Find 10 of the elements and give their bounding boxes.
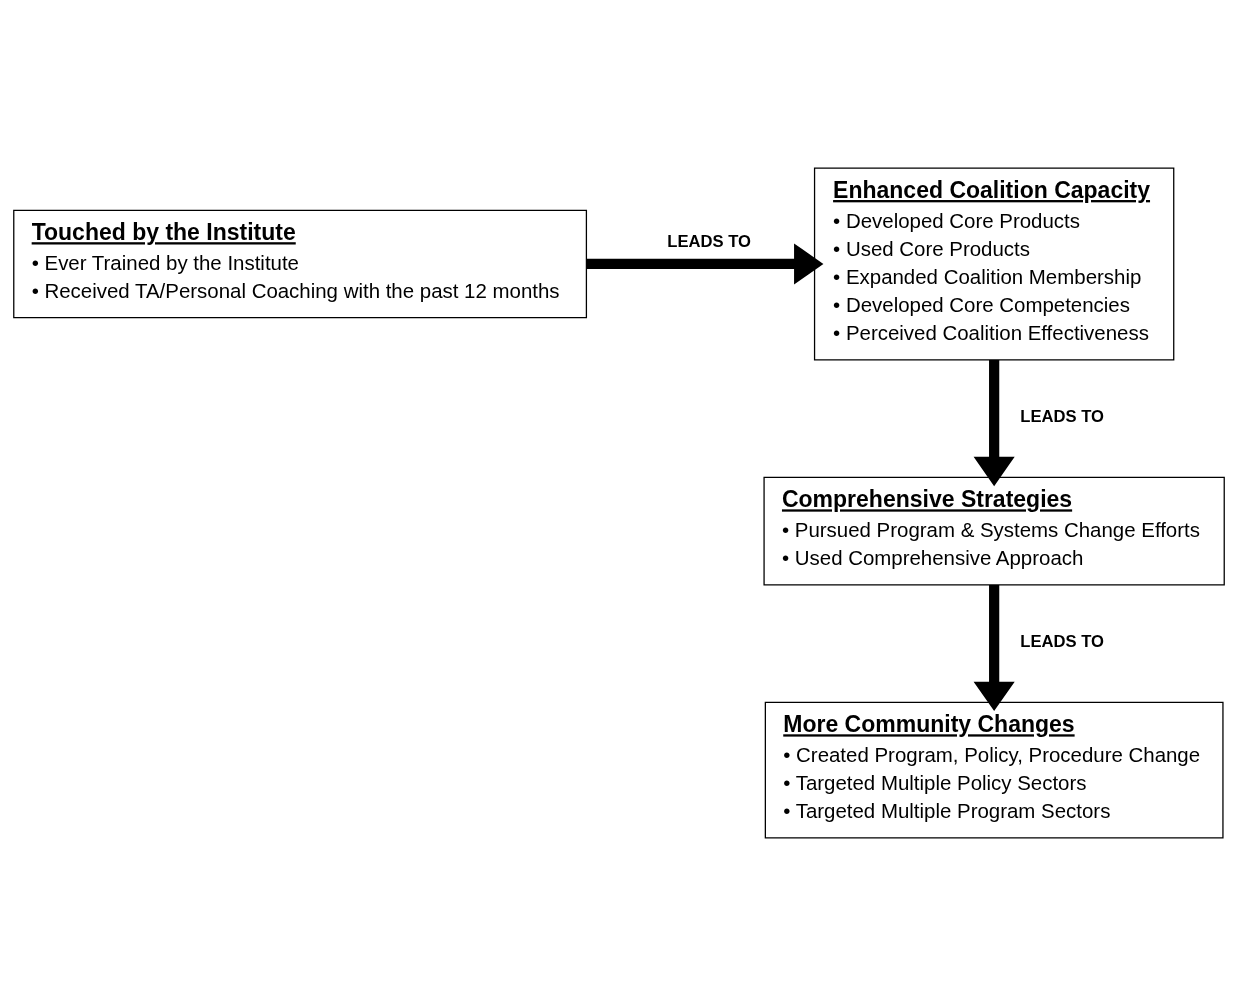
edge-label: LEADS TO [1020, 631, 1105, 651]
edge-label: LEADS TO [1020, 406, 1105, 426]
arrow [586, 243, 824, 285]
node-box: More Community Changes • Created Program, Policy, Procedure Change • Targeted Multiple Policy Sectors • Targeted Multiple Program Sectors [764, 701, 1224, 839]
edge-label: LEADS TO [667, 231, 751, 251]
node-box: Touched by the Institute • Ever Trained by the Institute • Received TA/Personal Coaching with the past 12 months [13, 209, 588, 319]
arrow [973, 584, 1015, 712]
arrow [973, 360, 1015, 487]
node-box: Comprehensive Strategies • Pursued Program & Systems Change Efforts • Used Comprehensive Approach [763, 476, 1225, 586]
node-box: Enhanced Coalition Capacity • Developed Core Products • Used Core Products • Expanded Coalition Membership • Developed Core Competencies • Perceived Coalition Effectiveness [813, 167, 1175, 361]
